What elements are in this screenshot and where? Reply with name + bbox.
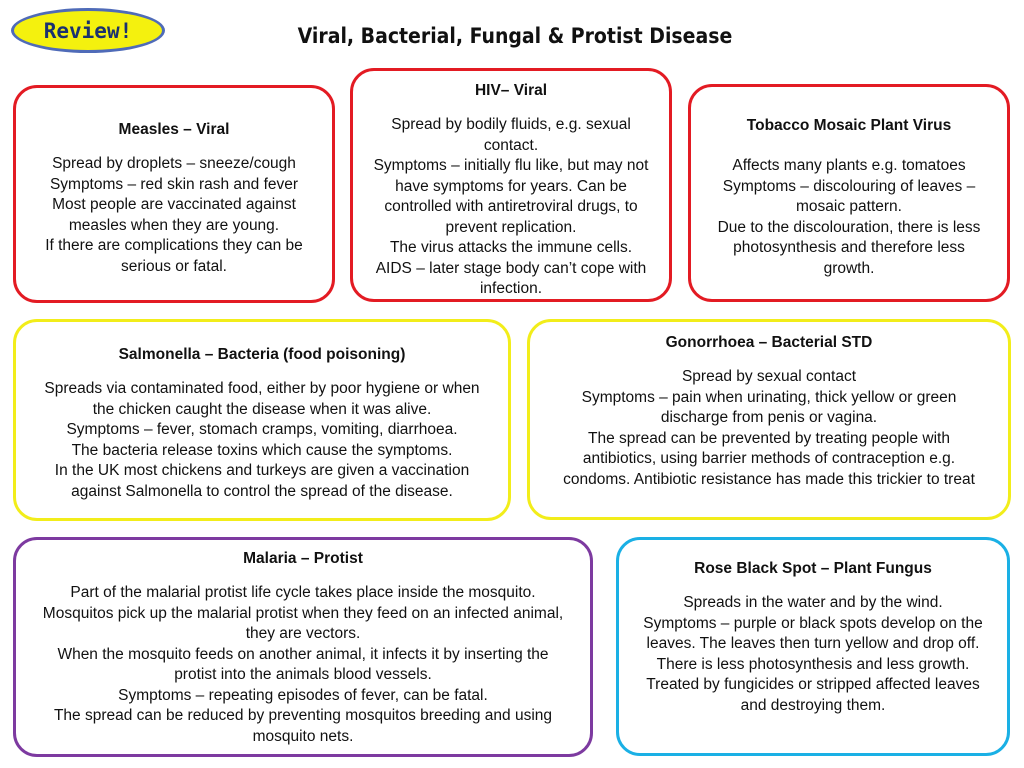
- card-body: Spreads in the water and by the wind. Sy…: [643, 594, 983, 714]
- card-body: Part of the malarial protist life cycle …: [42, 584, 564, 745]
- card-measles: Measles – Viral Spread by droplets – sne…: [13, 85, 335, 303]
- card-title: Rose Black Spot – Plant Fungus: [694, 560, 932, 577]
- card-title: Tobacco Mosaic Plant Virus: [746, 117, 952, 134]
- page-title: Viral, Bacterial, Fungal & Protist Disea…: [297, 24, 733, 48]
- card-salmonella: Salmonella – Bacteria (food poisoning) S…: [13, 319, 511, 521]
- review-badge: Review!: [11, 8, 165, 53]
- card-rose-black-spot: Rose Black Spot – Plant Fungus Spreads i…: [616, 537, 1010, 756]
- card-title: Salmonella – Bacteria (food poisoning): [118, 346, 406, 363]
- card-body: Affects many plants e.g. tomatoes Sympto…: [717, 157, 981, 277]
- card-title: Gonorrhoea – Bacterial STD: [665, 334, 873, 351]
- card-body: Spread by droplets – sneeze/cough Sympto…: [45, 155, 303, 275]
- card-title: Malaria – Protist: [243, 550, 363, 567]
- card-title: HIV– Viral: [474, 82, 548, 99]
- card-hiv: HIV– Viral Spread by bodily fluids, e.g.…: [350, 68, 672, 302]
- card-tobacco-mosaic: Tobacco Mosaic Plant Virus Affects many …: [688, 84, 1010, 302]
- card-body: Spread by bodily fluids, e.g. sexual con…: [373, 116, 649, 297]
- card-gonorrhoea: Gonorrhoea – Bacterial STD Spread by sex…: [527, 319, 1011, 520]
- card-malaria: Malaria – Protist Part of the malarial p…: [13, 537, 593, 757]
- card-body: Spreads via contaminated food, either by…: [44, 380, 480, 500]
- card-title: Measles – Viral: [118, 121, 230, 138]
- card-body: Spread by sexual contact Symptoms – pain…: [563, 368, 975, 488]
